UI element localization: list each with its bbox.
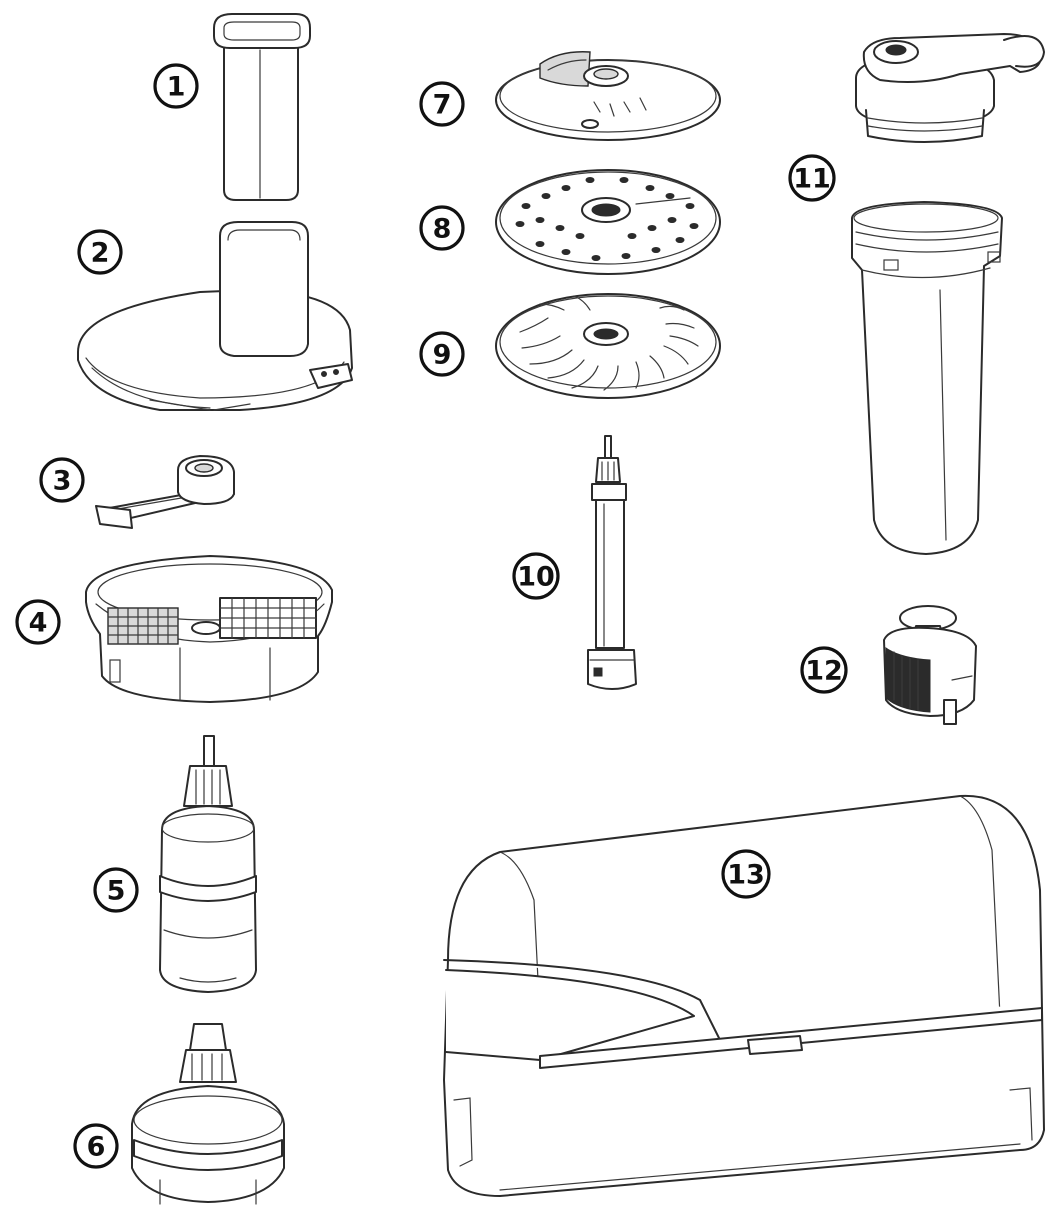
svg-text:6: 6	[87, 1132, 106, 1163]
callout-5: 5	[93, 867, 139, 913]
part-drive-coupler	[159, 735, 257, 993]
part-travel-bottle	[851, 33, 1045, 555]
part-storage-case	[443, 794, 1045, 1197]
callout-2: 2	[77, 229, 123, 275]
callout-13: 13	[721, 849, 771, 899]
svg-text:5: 5	[107, 876, 126, 907]
svg-text:10: 10	[517, 562, 555, 593]
dicing-grid-right	[219, 597, 317, 639]
svg-text:12: 12	[805, 656, 843, 687]
part-seal-valve	[883, 605, 977, 725]
part-spindle	[587, 435, 637, 690]
part-slicing-disc	[495, 51, 721, 141]
svg-text:13: 13	[727, 860, 765, 891]
callout-3: 3	[39, 457, 85, 503]
part-dicing-basket	[85, 555, 333, 703]
callout-11: 11	[788, 154, 836, 202]
callout-8: 8	[419, 205, 465, 251]
svg-text:11: 11	[793, 164, 831, 195]
svg-text:9: 9	[433, 340, 452, 371]
part-grating-disc-fine	[495, 293, 721, 399]
svg-text:3: 3	[53, 466, 72, 497]
svg-text:2: 2	[91, 238, 110, 269]
callout-9: 9	[419, 331, 465, 377]
callout-4: 4	[15, 599, 61, 645]
svg-text:8: 8	[433, 214, 452, 245]
part-motor-base	[131, 1023, 285, 1205]
callout-7: 7	[419, 81, 465, 127]
callout-6: 6	[73, 1123, 119, 1169]
callout-1: 1	[153, 63, 199, 109]
svg-text:4: 4	[29, 608, 48, 639]
callout-12: 12	[800, 646, 848, 694]
part-grating-disc-coarse	[495, 169, 721, 275]
svg-text:1: 1	[167, 72, 186, 103]
svg-text:7: 7	[433, 90, 452, 121]
dicing-grid-left	[107, 607, 179, 645]
part-blade-holder	[95, 455, 235, 529]
part-lid	[77, 221, 353, 411]
part-food-pusher	[213, 13, 311, 201]
callout-10: 10	[512, 552, 560, 600]
